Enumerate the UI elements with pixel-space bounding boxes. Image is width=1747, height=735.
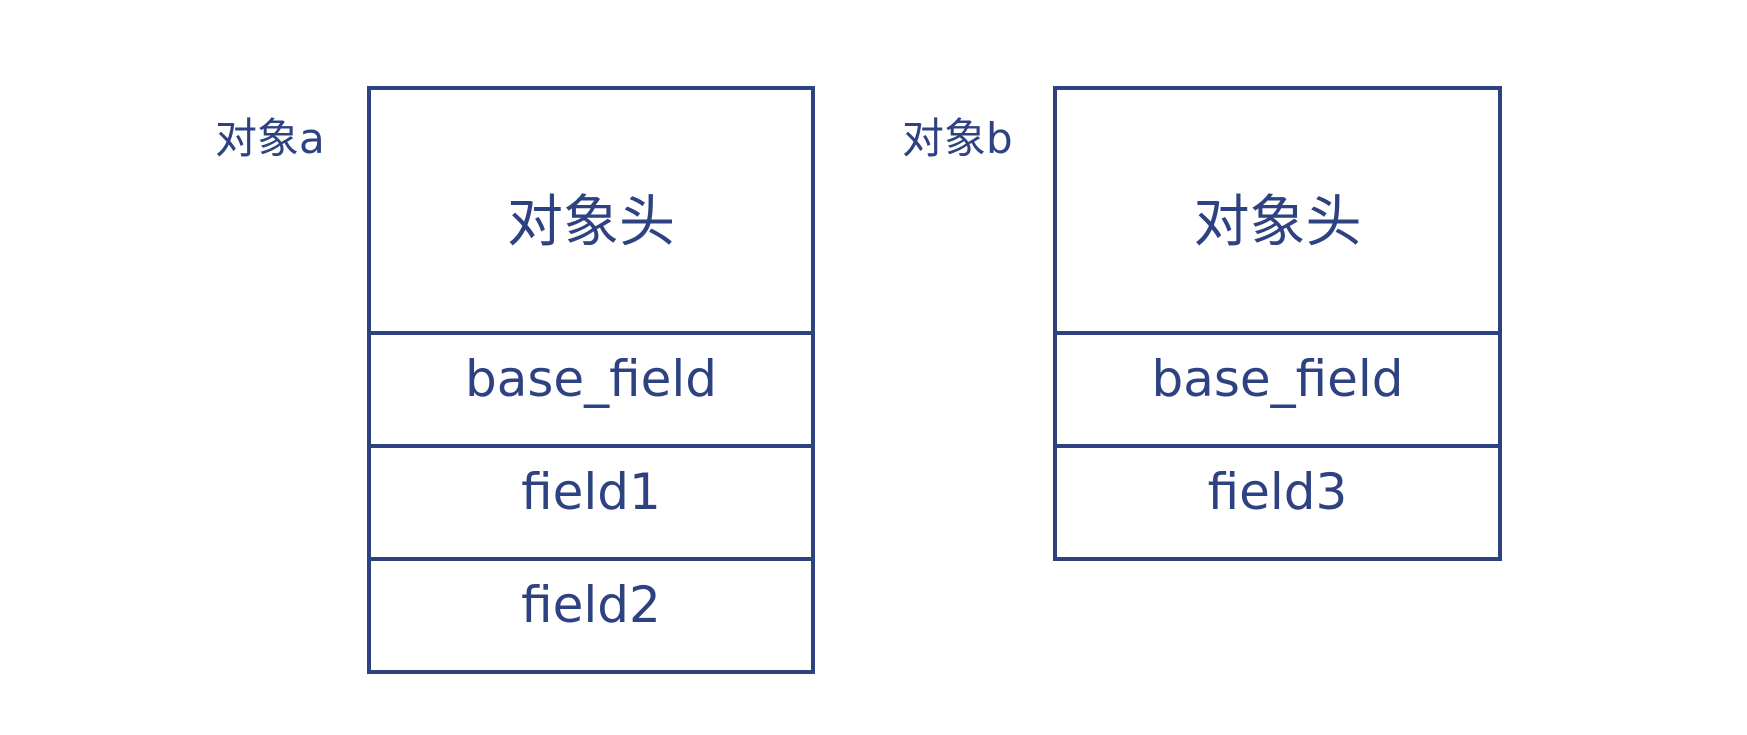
object-b-label: 对象b (902, 114, 1013, 163)
object-b-field-cell-base: base_field (1057, 331, 1498, 444)
object-b-header-text: 对象头 (1193, 190, 1362, 255)
object-a-field-cell-base: base_field (371, 331, 811, 444)
object-a-field-cell-1: field1 (371, 444, 811, 557)
object-b-field-3: field3 (1207, 462, 1348, 521)
object-a-field-1: field1 (521, 462, 661, 521)
object-a-box: 对象头 base_field field1 field2 (367, 86, 815, 674)
object-b-field-cell-3: field3 (1057, 444, 1498, 557)
object-a-field-cell-2: field2 (371, 557, 811, 670)
object-b-box: 对象头 base_field field3 (1053, 86, 1502, 561)
object-a-header-cell: 对象头 (371, 90, 811, 331)
object-a-field-base: base_field (464, 349, 718, 408)
object-a-label: 对象a (215, 114, 325, 163)
object-a-header-text: 对象头 (507, 190, 675, 255)
object-b-header-cell: 对象头 (1057, 90, 1498, 331)
object-b-field-base: base_field (1151, 349, 1404, 408)
object-a-field-2: field2 (521, 575, 661, 634)
